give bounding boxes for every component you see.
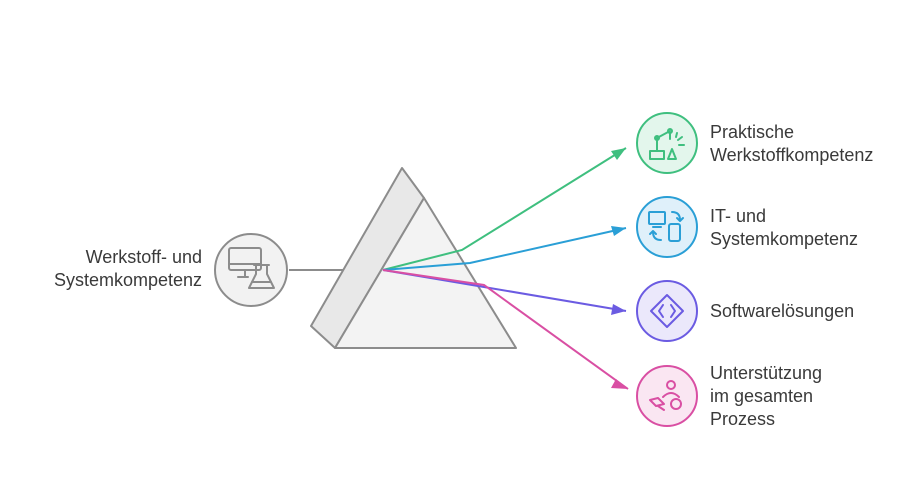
output-beams [382,147,629,390]
arrowhead-software [611,304,626,315]
arrowhead-unterstuetzung [611,379,628,389]
person-support-icon [649,380,682,411]
arrowhead-it [611,226,626,236]
output-circle-praktische [636,112,698,174]
device-sync-icon [648,211,684,242]
label-it: IT- und Systemkompetenz [710,205,858,251]
input-node [214,233,288,307]
label-unterstuetzung-line-3: Prozess [710,409,776,429]
label-praktische-line-1: Praktische [710,122,795,142]
output-node-unterstuetzung [636,365,698,427]
label-praktische-line-2: Werkstoffkompetenz [710,145,874,165]
label-unterstuetzung-line-1: Unterstützung [710,363,823,383]
arrowheads [611,148,628,389]
diamond-arrows-icon [650,294,684,328]
label-it-line-1: IT- und [710,206,767,226]
beam-it [382,227,627,271]
prism [310,167,517,349]
input-label-line-1: Werkstoff- und [85,247,202,267]
beam-unterstuetzung [382,269,629,390]
label-praktische: Praktische Werkstoffkompetenz [710,121,873,167]
beam-praktische [382,147,627,271]
arrowhead-praktische [611,148,626,160]
input-label-line-2: Systemkompetenz [53,270,202,290]
input-label: Werkstoff- und Systemkompetenz [54,246,202,292]
output-circle-it [636,196,698,258]
output-circle-unterstuetzung [636,365,698,427]
output-circle-software [636,280,698,342]
label-software-line-1: Softwarelösungen [710,301,855,321]
robot-arm-icon [649,128,685,160]
computer-and-flask-icon [228,247,275,289]
label-unterstuetzung: Unterstützung im gesamten Prozess [710,362,822,431]
label-unterstuetzung-line-2: im gesamten [710,386,814,406]
label-software: Softwarelösungen [710,300,854,323]
output-node-it [636,196,698,258]
prism-front-face [334,197,517,349]
label-it-line-2: Systemkompetenz [710,229,859,249]
output-node-software [636,280,698,342]
output-node-praktische [636,112,698,174]
